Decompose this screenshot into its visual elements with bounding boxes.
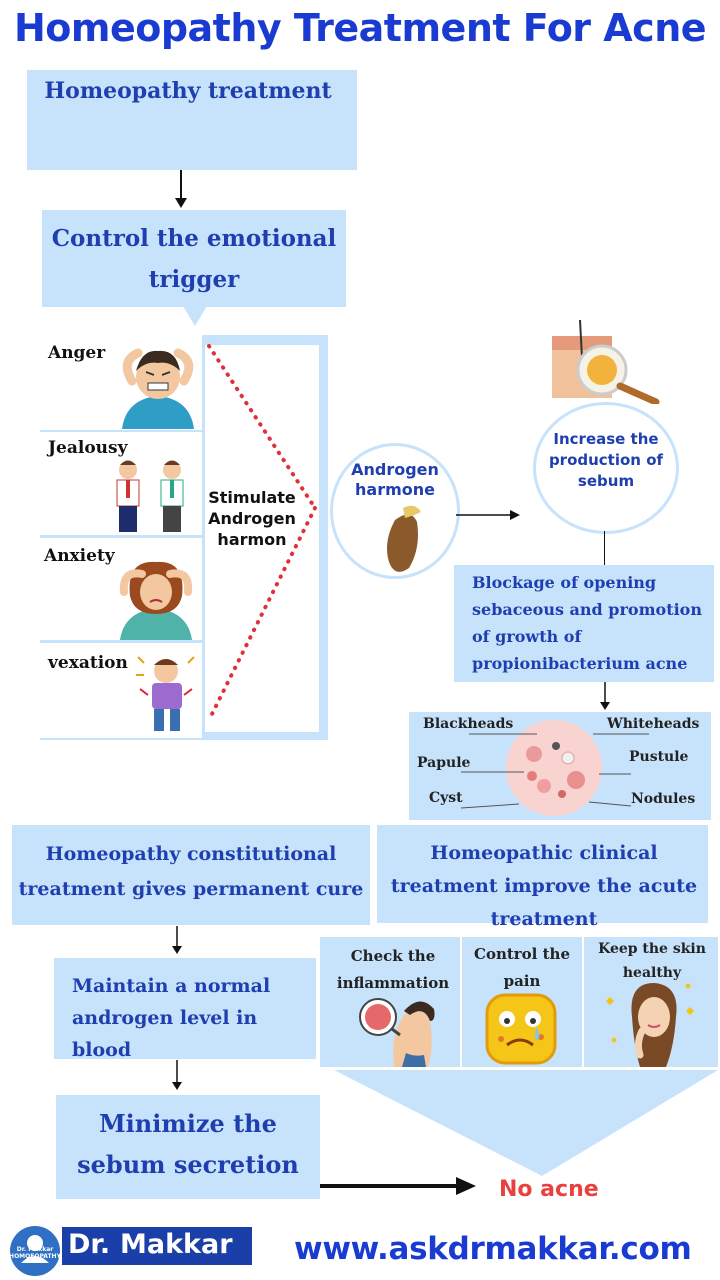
clinical-items-panel: Check the inflammation Control the pain … [320,937,718,1067]
check-inflammation-label: Check the inflammation [336,947,450,992]
anxious-woman-icon [119,561,193,640]
adrenal-gland-icon [387,505,421,572]
clinical-label: Homeopathic clinical treatment improve t… [390,842,698,930]
brand-dr: Dr. [68,1229,111,1260]
emotion-label-anxiety: Anxiety [44,546,115,566]
emotion-cell-jealousy: Jealousy [40,432,202,535]
keep-skin-healthy-label: Keep the skin healthy [598,941,706,981]
acne-label-cyst: Cyst [429,790,463,806]
vexed-boy-icon [136,656,195,731]
emotion-cell-vexation: vexation [40,643,202,738]
sebum-circle: Increase the production of sebum [533,402,679,534]
logo-text: Dr. Makkar HOMOEOPATHY [9,1246,61,1260]
connector-line [604,531,605,565]
blockage-box: Blockage of opening sebaceous and promot… [454,565,714,682]
androgen-label: Androgen harmone [351,460,439,499]
acne-pointer-lines [460,733,649,809]
dotted-chevron [207,344,317,722]
arrow-down-icon [172,1060,182,1090]
arrow-right-icon [320,1177,476,1195]
constitutional-label: Homeopathy constitutional treatment give… [18,843,364,900]
acne-types-box: Blackheads Whiteheads Papule Pustule Cys… [409,712,711,820]
androgen-circle: Androgen harmone [330,443,460,579]
acne-label-papule: Papule [417,755,471,771]
maintain-box: Maintain a normal androgen level in bloo… [54,958,316,1061]
funnel-shape [334,1070,718,1176]
blockage-label: Blockage of opening sebaceous and promot… [472,573,702,673]
homeopathy-treatment-box: Homeopathy treatment [27,70,357,170]
angry-man-icon [122,348,194,429]
emotion-label-jealousy: Jealousy [48,438,128,458]
sebum-label: Increase the production of sebum [548,430,664,490]
stimulate-androgen-label: Stimulate Androgen harmon [208,488,296,549]
pointer-down-icon [183,306,207,326]
divider [460,937,462,1067]
divider [582,937,584,1067]
minimize-box: Minimize the sebum secretion [56,1095,320,1199]
arrow-down-icon [175,170,187,208]
acne-label-pustule: Pustule [629,749,689,765]
emotion-label-anger: Anger [48,343,106,363]
brand-makkar: Makkar [120,1229,233,1260]
healthy-skin-woman-icon [606,983,694,1067]
minimize-label: Minimize the sebum secretion [77,1109,299,1179]
arrow-down-icon [172,926,182,954]
skin-magnifier-icon [552,319,660,404]
website-link[interactable]: www.askdrmakkar.com [294,1231,692,1267]
acne-label-whiteheads: Whiteheads [607,716,700,732]
maintain-label: Maintain a normal androgen level in bloo… [72,975,271,1061]
doctor-logo-icon [10,1226,60,1276]
acne-skin-icon [506,720,602,816]
homeopathy-treatment-label: Homeopathy treatment [44,78,332,104]
emotion-label-vexation: vexation [48,653,128,673]
control-emotional-trigger-box: Control the emotional trigger [42,210,346,307]
acne-label-nodules: Nodules [631,791,696,807]
emotion-cell-anger: Anger [40,335,202,430]
brand-name-badge: Dr. Makkar [62,1227,252,1265]
clinical-box: Homeopathic clinical treatment improve t… [377,825,708,930]
jealous-people-icon [116,460,184,532]
emotion-cell-anxiety: Anxiety [40,538,202,640]
acne-label-blackheads: Blackheads [423,716,514,732]
inflamed-face-icon [359,998,435,1067]
control-emotional-trigger-label: Control the emotional trigger [51,225,337,293]
arrow-right-icon [456,510,520,520]
page-title: Homeopathy Treatment For Acne [13,6,707,50]
crying-emoji-icon [485,993,557,1065]
control-pain-label: Control the pain [474,945,570,990]
constitutional-box: Homeopathy constitutional treatment give… [12,825,370,925]
arrow-down-icon [600,682,610,710]
no-acne-result: No acne [499,1177,599,1202]
